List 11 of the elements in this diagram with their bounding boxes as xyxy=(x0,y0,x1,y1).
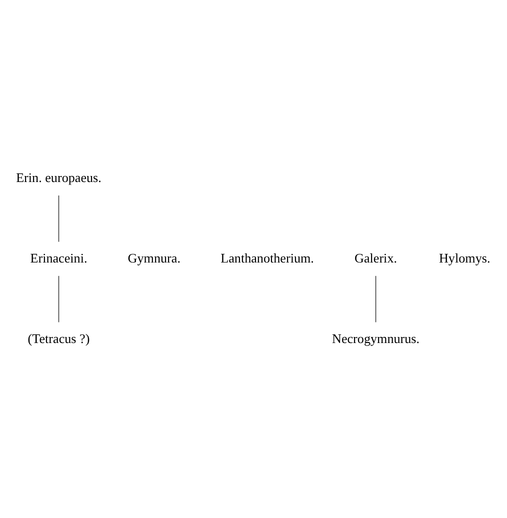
node-text: Hylomys. xyxy=(439,250,490,266)
node-text: (Tetracus ?) xyxy=(28,330,90,346)
node-text: Necrogymnurus. xyxy=(332,330,420,346)
connector xyxy=(58,195,60,242)
node-text: Erinaceini. xyxy=(30,250,88,266)
connector xyxy=(58,276,60,323)
connector xyxy=(375,276,376,323)
node-text: Galerix. xyxy=(354,250,398,266)
node-text: Lanthanotherium. xyxy=(220,250,314,266)
node-text: Erin. europaeus. xyxy=(16,170,102,186)
node-text: Gymnura. xyxy=(128,250,180,266)
